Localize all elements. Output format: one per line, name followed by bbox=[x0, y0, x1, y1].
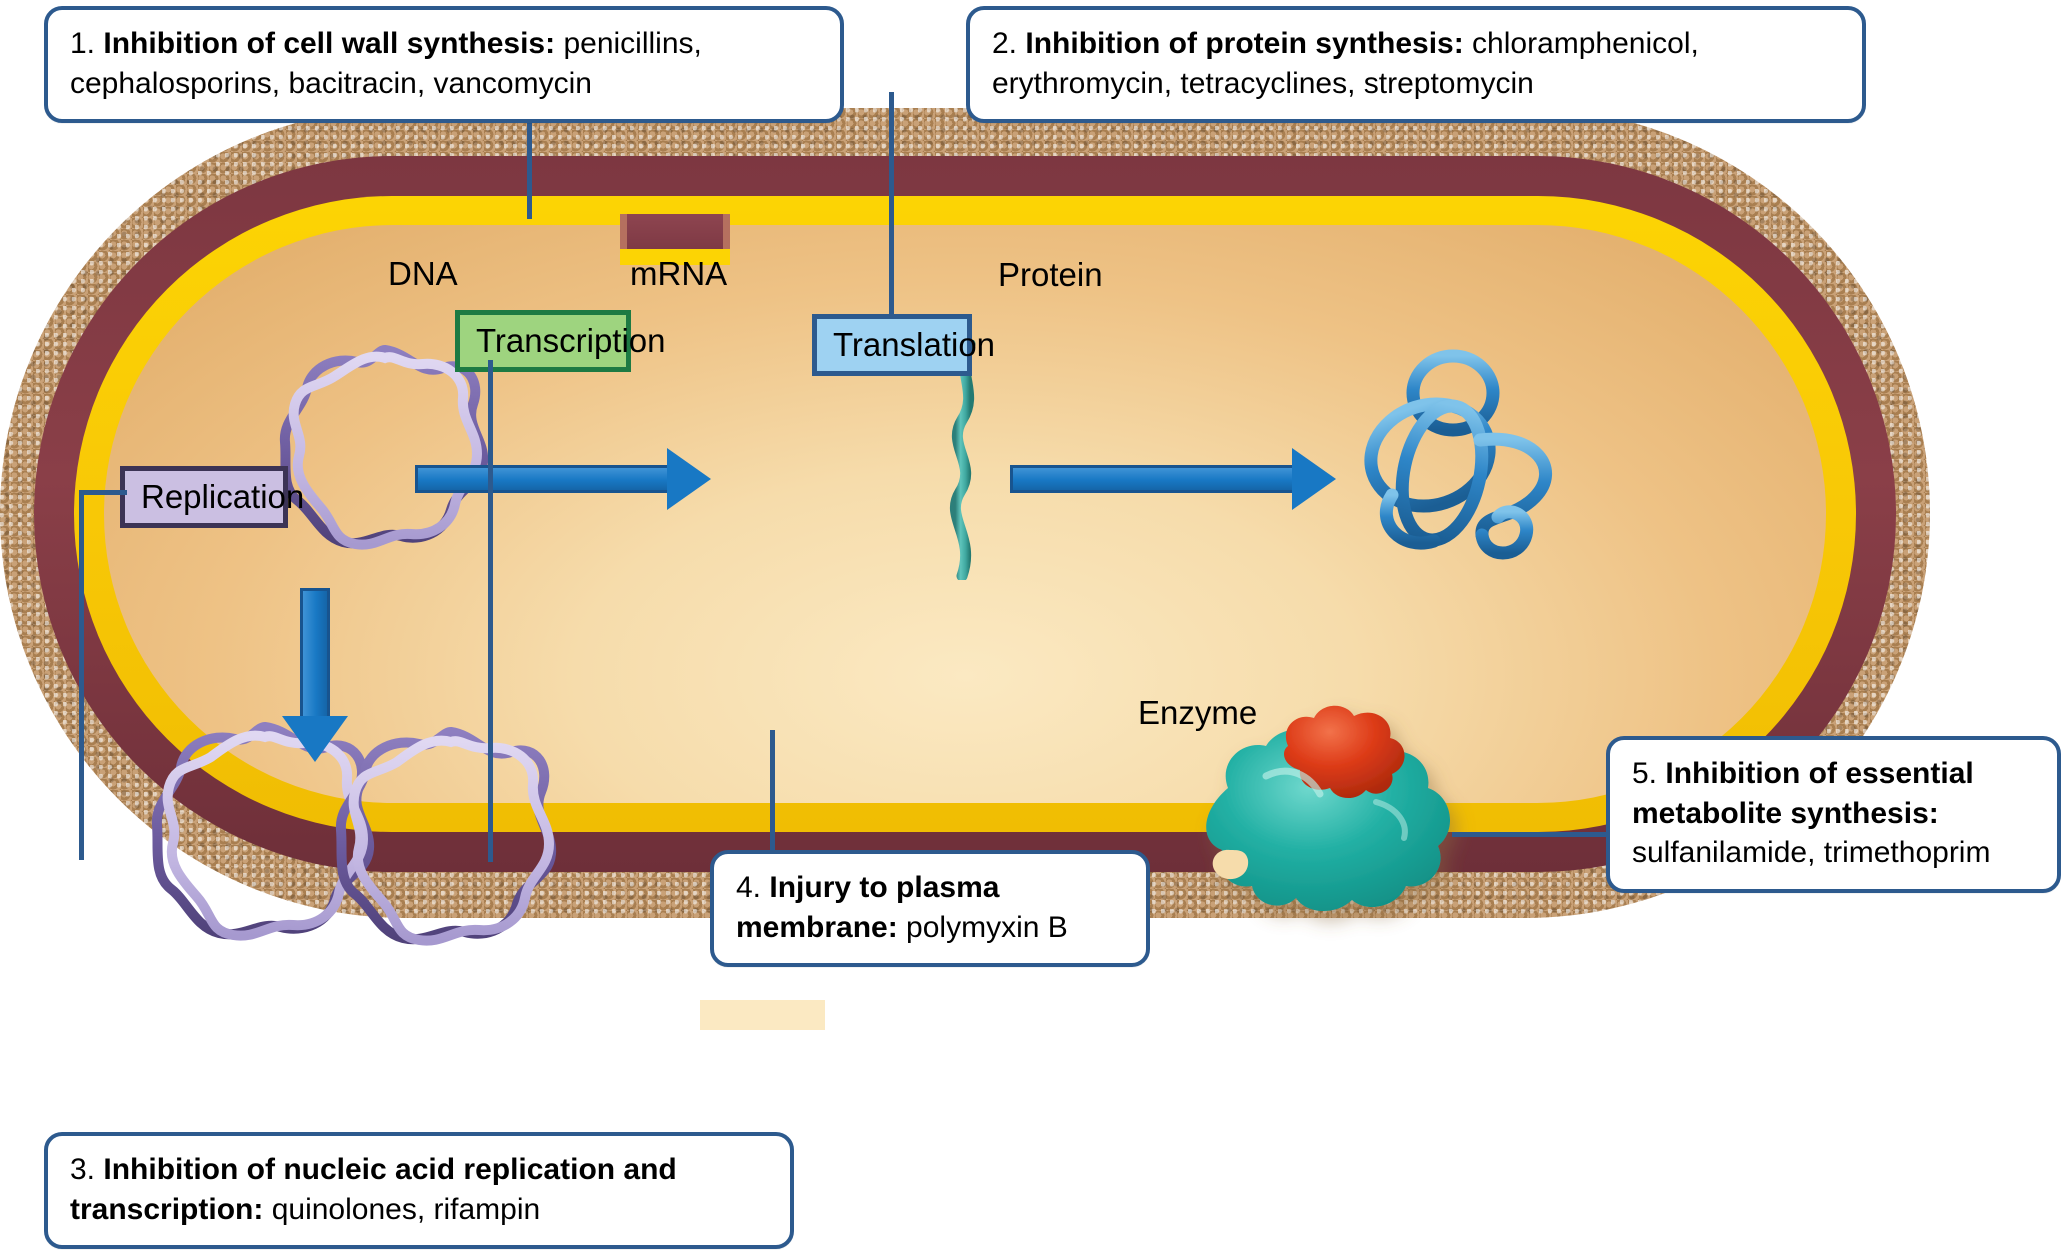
callout-4-number: 4. bbox=[736, 871, 762, 904]
callout-4-bold: Injury to plasma membrane: bbox=[736, 871, 1000, 944]
callout-nucleic-acid-replication[interactable]: 3. Inhibition of nucleic acid replicatio… bbox=[44, 1132, 794, 1250]
callout-5-number: 5. bbox=[1632, 757, 1658, 790]
leader-line-5 bbox=[1452, 832, 1612, 837]
leader-line-3-transcription-vertical bbox=[488, 360, 493, 862]
dna-label: DNA bbox=[388, 255, 458, 292]
callout-2-rest: chloramphenicol, erythromycin, tetracycl… bbox=[992, 27, 1699, 100]
enzyme-label: Enzyme bbox=[1138, 694, 1258, 731]
callout-cell-wall-synthesis[interactable]: 1. Inhibition of cell wall synthesis: pe… bbox=[44, 6, 844, 124]
cell-wall-gap-floor bbox=[620, 249, 730, 265]
enzyme-icon bbox=[1206, 705, 1451, 912]
leader-line-1 bbox=[527, 84, 532, 219]
replicated-dna-icon bbox=[151, 721, 557, 946]
callout-1-rest: penicillins, cephalosporins, bacitracin,… bbox=[70, 27, 702, 100]
leader-line-3-replication-horizontal bbox=[79, 490, 127, 495]
callout-3-number: 3. bbox=[70, 1153, 96, 1186]
plasma-membrane-gap bbox=[700, 1000, 825, 1030]
leader-line-3-replication-vertical bbox=[79, 490, 84, 860]
callout-plasma-membrane-injury[interactable]: 4. Injury to plasma membrane: polymyxin … bbox=[710, 850, 1150, 968]
callout-3-rest: quinolones, rifampin bbox=[263, 1192, 541, 1226]
dna-chromosome-icon bbox=[279, 344, 489, 550]
callout-4-rest: polymyxin B bbox=[897, 910, 1068, 944]
callout-2-bold: Inhibition of protein synthesis: bbox=[1025, 27, 1464, 60]
replication-box[interactable]: Replication bbox=[120, 466, 304, 528]
callout-3-bold: Inhibition of nucleic acid replication a… bbox=[70, 1153, 677, 1226]
callout-essential-metabolite-synthesis[interactable]: 5. Inhibition of essential metabolite sy… bbox=[1606, 736, 2061, 893]
translation-arrow bbox=[1010, 448, 1340, 510]
translation-box[interactable]: Translation bbox=[812, 314, 995, 376]
callout-5-rest: sulfanilamide, trimethoprim bbox=[1632, 836, 1991, 870]
leader-line-2 bbox=[889, 92, 894, 318]
mrna-label: mRNA bbox=[630, 255, 728, 292]
callout-1-number: 1. bbox=[70, 27, 96, 60]
callout-2-number: 2. bbox=[992, 27, 1018, 60]
protein-label: Protein bbox=[998, 256, 1103, 293]
callout-protein-synthesis[interactable]: 2. Inhibition of protein synthesis: chlo… bbox=[966, 6, 1866, 124]
transcription-arrow bbox=[415, 448, 715, 510]
callout-1-bold: Inhibition of cell wall synthesis: bbox=[103, 27, 556, 60]
transcription-box[interactable]: Transcription bbox=[455, 310, 666, 372]
callout-5-bold: Inhibition of essential metabolite synth… bbox=[1632, 757, 1974, 830]
leader-line-4 bbox=[770, 730, 775, 872]
mrna-strand-icon bbox=[949, 340, 976, 580]
protein-icon bbox=[1364, 349, 1553, 560]
replication-arrow bbox=[282, 588, 348, 768]
